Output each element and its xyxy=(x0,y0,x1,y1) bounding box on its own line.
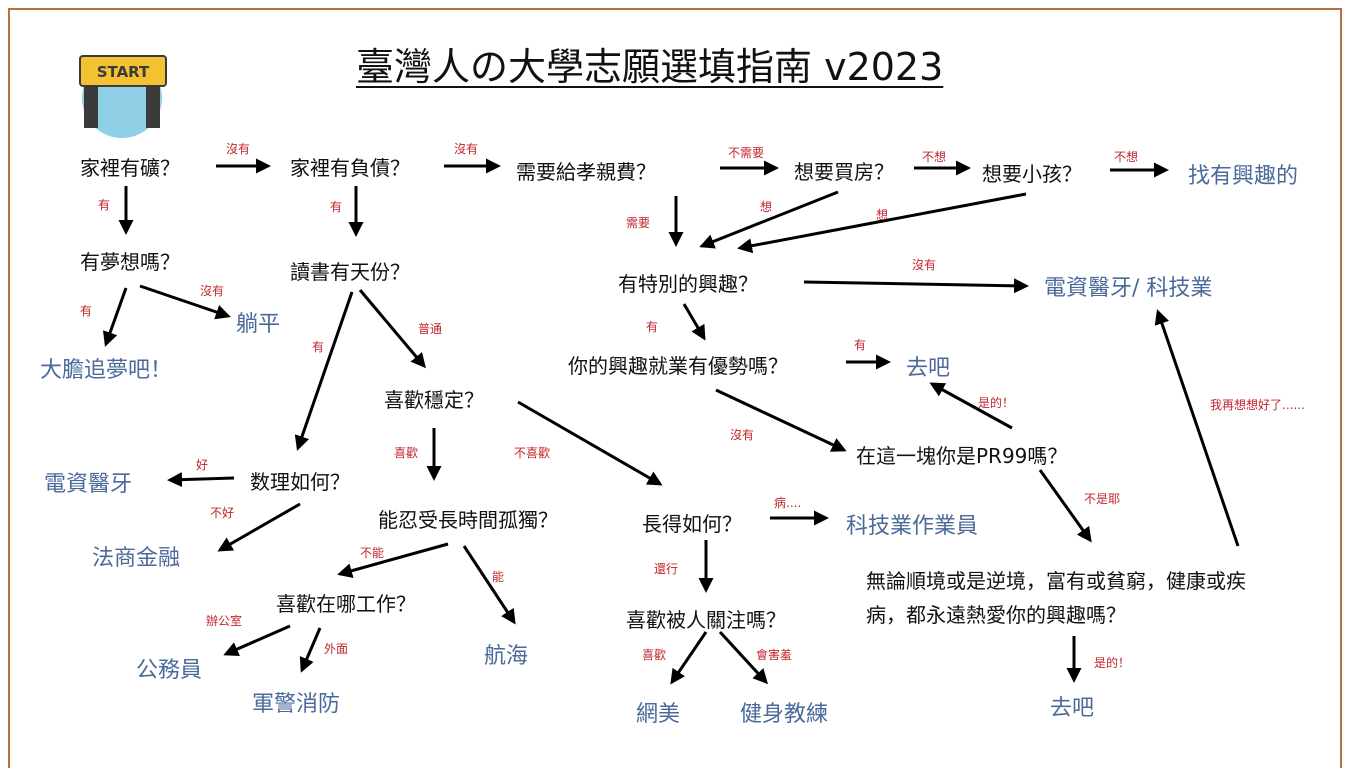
arrow-rethink xyxy=(1154,309,1240,547)
question-debt: 家裡有負債？ xyxy=(290,156,410,180)
label-right-1: 是的！ xyxy=(978,396,1015,410)
question-dream: 有夢想嗎？ xyxy=(80,250,180,274)
result-eecs: 電資醫牙 xyxy=(44,472,133,497)
label-notright: 不是耶 xyxy=(1084,492,1121,506)
label-ok: 還行 xyxy=(654,562,679,576)
page-title: 臺灣人の大學志願選填指南 v2023 xyxy=(356,45,944,89)
label-want-2: 想 xyxy=(876,208,889,222)
start-icon: START xyxy=(78,48,168,138)
label-normal: 普通 xyxy=(418,322,443,336)
question-math: 数理如何？ xyxy=(250,470,350,494)
result-chase: 大膽追夢吧！ xyxy=(40,358,173,383)
label-can: 能 xyxy=(492,570,505,584)
label-bad: 不好 xyxy=(210,506,235,520)
arrow-math-law xyxy=(217,502,301,552)
label-outside: 外面 xyxy=(324,642,349,656)
arrow-advantage-pr99 xyxy=(715,388,847,452)
arrow-stable-looks xyxy=(517,400,663,486)
arrow-lonely-sailing xyxy=(462,545,516,625)
label-no-special: 沒有 xyxy=(912,258,937,272)
arrow-attention-influencer xyxy=(670,631,708,685)
question-where: 喜歡在哪工作？ xyxy=(276,592,416,616)
result-fitness: 健身教練 xyxy=(740,702,829,727)
label-cannot: 不能 xyxy=(360,546,385,560)
label-want-1: 想 xyxy=(760,200,773,214)
label-no-adv: 沒有 xyxy=(730,428,755,442)
result-go-2: 去吧 xyxy=(1050,696,1095,721)
arrow-house-special xyxy=(699,190,839,249)
label-yes-adv: 有 xyxy=(854,338,867,352)
label-yes-1: 有 xyxy=(98,198,111,212)
label-no-2: 沒有 xyxy=(454,142,479,156)
result-law: 法商金融 xyxy=(92,546,181,571)
question-house: 想要買房？ xyxy=(794,160,894,184)
border-frame xyxy=(8,8,1342,768)
arrow-where-civil xyxy=(223,624,291,657)
result-tech-worker: 科技業作業員 xyxy=(846,514,979,539)
question-kids: 想要小孩？ xyxy=(982,162,1082,186)
question-talent: 讀書有天份？ xyxy=(290,260,410,284)
result-civil: 公務員 xyxy=(136,658,203,683)
label-good: 好 xyxy=(196,458,209,472)
label-office: 辦公室 xyxy=(206,614,243,628)
arrow-dream-flat xyxy=(139,284,231,320)
arrow-kids-special xyxy=(737,192,1027,254)
arrow-lonely-where xyxy=(337,542,449,579)
start-label: START xyxy=(97,63,150,81)
arrow-talent-stable xyxy=(358,289,426,369)
result-hobby: 找有興趣的 xyxy=(1188,164,1299,189)
label-like-2: 喜歡 xyxy=(642,648,667,662)
arrow-special-advantage xyxy=(682,303,706,341)
question-pr99: 在這一塊你是PR99嗎？ xyxy=(856,444,1068,468)
result-influencer: 網美 xyxy=(636,702,681,727)
question-mine: 家裡有礦？ xyxy=(80,156,180,180)
label-like: 喜歡 xyxy=(394,446,419,460)
arrow-where-military xyxy=(299,627,322,673)
arrow-special-eecs-tech xyxy=(803,278,1029,294)
question-forever: 無論順境或是逆境，富有或貧窮，健康或疾病，都永遠熱愛你的興趣嗎？ xyxy=(866,569,1246,627)
label-ill: 病.... xyxy=(774,496,802,510)
question-stable: 喜歡穩定？ xyxy=(384,388,484,412)
label-noneed: 不需要 xyxy=(728,146,765,160)
label-need: 需要 xyxy=(626,216,651,230)
question-filial: 需要給孝親費？ xyxy=(516,160,656,184)
result-eecs-tech: 電資醫牙/ 科技業 xyxy=(1044,276,1213,301)
question-looks: 長得如何？ xyxy=(642,512,742,536)
label-rethink: 我再想想好了...... xyxy=(1210,398,1305,412)
arrow-pr99-forever xyxy=(1038,469,1092,543)
label-yes-talent: 有 xyxy=(312,340,325,354)
result-go-1: 去吧 xyxy=(906,356,951,381)
question-lonely: 能忍受長時間孤獨？ xyxy=(378,508,558,532)
question-attention: 喜歡被人關注嗎？ xyxy=(626,608,786,632)
arrow-attention-fitness xyxy=(718,630,769,685)
arrow-pr99-go xyxy=(929,382,1013,430)
label-yes-dream: 有 xyxy=(80,304,93,318)
label-dislike: 不喜歡 xyxy=(514,446,551,460)
result-military: 軍警消防 xyxy=(252,692,341,717)
label-no-flat: 沒有 xyxy=(200,284,225,298)
label-nowant-1: 不想 xyxy=(922,150,947,164)
label-right-2: 是的！ xyxy=(1094,656,1131,670)
label-no-1: 沒有 xyxy=(226,142,251,156)
result-sailing: 航海 xyxy=(484,644,529,669)
label-yes-special: 有 xyxy=(646,320,659,334)
result-flat: 躺平 xyxy=(236,312,281,337)
arrow-math-eecs xyxy=(167,472,235,488)
label-yes-2: 有 xyxy=(330,200,343,214)
arrow-talent-math xyxy=(294,291,354,451)
label-shy: 會害羞 xyxy=(756,648,793,662)
arrow-dream-chase xyxy=(102,287,128,347)
label-nowant-2: 不想 xyxy=(1114,150,1139,164)
question-advantage: 你的興趣就業有優勢嗎？ xyxy=(568,354,788,378)
question-special: 有特別的興趣？ xyxy=(618,272,758,296)
